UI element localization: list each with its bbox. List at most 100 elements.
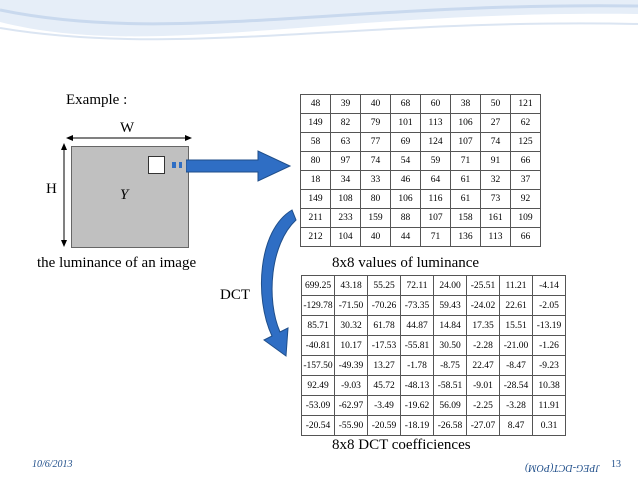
table-cell: 56.09: [433, 395, 467, 416]
table-cell: -25.51: [466, 275, 500, 296]
table-cell: -62.97: [334, 395, 368, 416]
table-cell: 233: [330, 208, 361, 228]
table-cell: -129.78: [301, 295, 335, 316]
table-cell: -19.62: [400, 395, 434, 416]
table-cell: 27: [480, 113, 511, 133]
table-cell: 44: [390, 227, 421, 247]
image-caption: the luminance of an image: [37, 255, 197, 271]
table-cell: 66: [510, 151, 541, 171]
pixel-block-small: [172, 162, 176, 168]
table-cell: 40: [360, 227, 391, 247]
table-cell: -2.28: [466, 335, 500, 356]
table-cell: -26.58: [433, 415, 467, 436]
table-cell: 50: [480, 94, 511, 114]
table-cell: 15.51: [499, 315, 533, 336]
table-cell: 33: [360, 170, 391, 190]
table-cell: 125: [510, 132, 541, 152]
table-cell: -3.28: [499, 395, 533, 416]
table-cell: 34: [330, 170, 361, 190]
right-arrow-icon: [186, 150, 292, 182]
table-cell: 116: [420, 189, 451, 209]
table-cell: 44.87: [400, 315, 434, 336]
table-cell: 72.11: [400, 275, 434, 296]
table-cell: 22.61: [499, 295, 533, 316]
table-cell: 699.25: [301, 275, 335, 296]
table-cell: 74: [360, 151, 391, 171]
table-cell: 92: [510, 189, 541, 209]
height-label: H: [46, 181, 57, 197]
table-cell: 14.84: [433, 315, 467, 336]
luminance-caption: 8x8 values of luminance: [332, 255, 480, 271]
table-cell: -157.50: [301, 355, 335, 376]
table-cell: 149: [300, 113, 331, 133]
table-cell: 107: [450, 132, 481, 152]
table-cell: 73: [480, 189, 511, 209]
table-cell: 64: [420, 170, 451, 190]
table-cell: -71.50: [334, 295, 368, 316]
table-cell: 92.49: [301, 375, 335, 396]
table-cell: 61: [450, 170, 481, 190]
pixel-block-highlight: [148, 156, 165, 174]
table-cell: -55.90: [334, 415, 368, 436]
table-cell: -9.23: [532, 355, 566, 376]
table-cell: -8.75: [433, 355, 467, 376]
table-cell: 74: [480, 132, 511, 152]
table-cell: 109: [510, 208, 541, 228]
table-cell: -4.14: [532, 275, 566, 296]
table-cell: -53.09: [301, 395, 335, 416]
table-cell: -28.54: [499, 375, 533, 396]
table-cell: 80: [360, 189, 391, 209]
table-cell: 10.38: [532, 375, 566, 396]
curved-arrow-icon: [260, 209, 297, 357]
table-cell: 124: [420, 132, 451, 152]
table-cell: 38: [450, 94, 481, 114]
table-cell: 40: [360, 94, 391, 114]
table-cell: 158: [450, 208, 481, 228]
pixel-block-tiny: [179, 162, 182, 168]
width-arrow: [66, 135, 192, 141]
table-cell: 61: [450, 189, 481, 209]
slide-number: 13: [611, 459, 621, 470]
table-cell: 11.91: [532, 395, 566, 416]
table-cell: 91: [480, 151, 511, 171]
table-cell: 54: [390, 151, 421, 171]
table-cell: 46: [390, 170, 421, 190]
table-cell: -24.02: [466, 295, 500, 316]
table-cell: 30.50: [433, 335, 467, 356]
table-cell: -49.39: [334, 355, 368, 376]
header-wave-decoration: [0, 0, 638, 41]
table-cell: 10.17: [334, 335, 368, 356]
height-arrow: [61, 143, 67, 247]
table-cell: 30.32: [334, 315, 368, 336]
table-cell: 69: [390, 132, 421, 152]
table-cell: 107: [420, 208, 451, 228]
table-cell: -9.03: [334, 375, 368, 396]
table-cell: 68: [390, 94, 421, 114]
table-cell: -13.19: [532, 315, 566, 336]
table-cell: 43.18: [334, 275, 368, 296]
table-cell: -40.81: [301, 335, 335, 356]
table-cell: 79: [360, 113, 391, 133]
table-cell: 55.25: [367, 275, 401, 296]
table-cell: -17.53: [367, 335, 401, 356]
dct-caption: 8x8 DCT coefficiences: [332, 437, 471, 453]
table-cell: 61.78: [367, 315, 401, 336]
table-cell: 113: [420, 113, 451, 133]
table-cell: -3.49: [367, 395, 401, 416]
table-cell: -1.26: [532, 335, 566, 356]
table-cell: -58.51: [433, 375, 467, 396]
